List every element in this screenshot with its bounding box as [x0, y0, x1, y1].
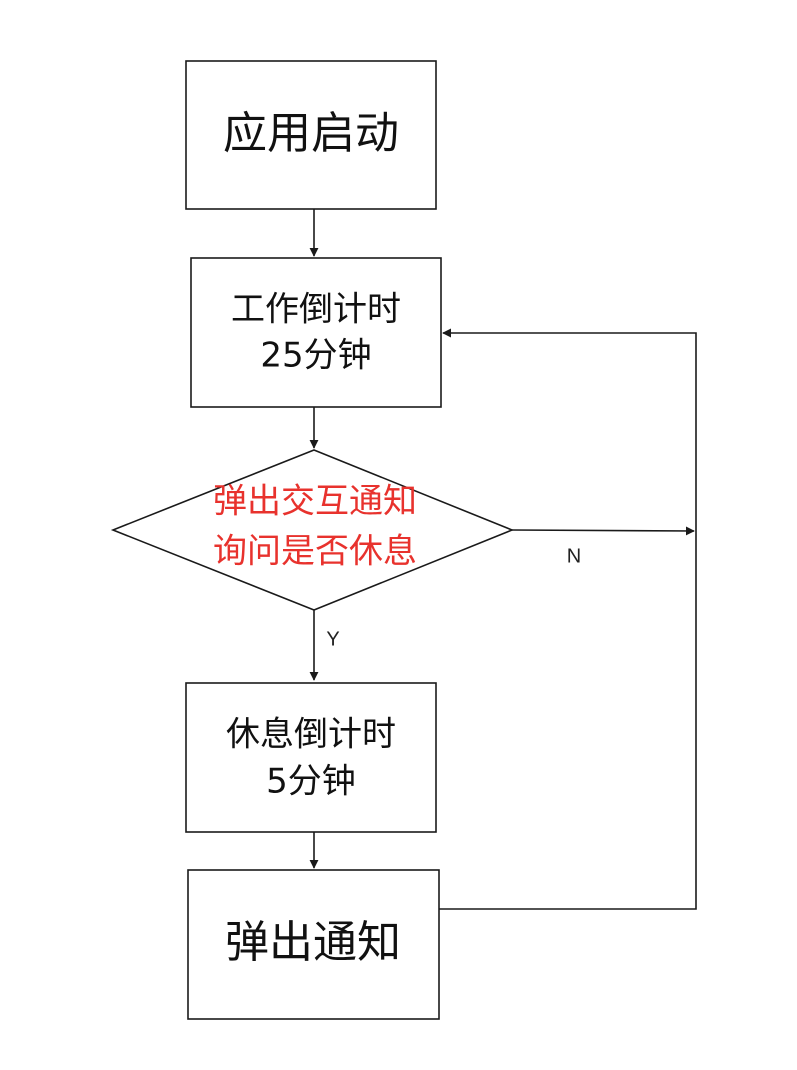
- edge-loop-back-to-work: [439, 328, 697, 910]
- node-app-start: 应用启动: [185, 60, 437, 210]
- node-decision-line2: 询问是否休息: [213, 532, 417, 572]
- node-work-countdown-line2: 25分钟: [260, 336, 371, 376]
- node-notify: 弹出通知: [187, 869, 440, 1020]
- node-decision-line1: 弹出交互通知: [213, 482, 417, 522]
- node-app-start-label: 应用启动: [223, 108, 399, 159]
- edge-label-yes: Y: [326, 628, 339, 650]
- edge-decision-no: [511, 526, 695, 536]
- node-rest-countdown-line1: 休息倒计时: [226, 715, 396, 755]
- node-decision: 弹出交互通知 询问是否休息: [110, 449, 515, 611]
- node-notify-label: 弹出通知: [225, 917, 401, 968]
- edge-label-no: N: [567, 545, 581, 567]
- node-work-countdown: 工作倒计时 25分钟: [190, 257, 442, 408]
- node-rest-countdown-line2: 5分钟: [266, 762, 356, 802]
- node-work-countdown-line1: 工作倒计时: [231, 290, 401, 330]
- node-rest-countdown: 休息倒计时 5分钟: [185, 682, 437, 833]
